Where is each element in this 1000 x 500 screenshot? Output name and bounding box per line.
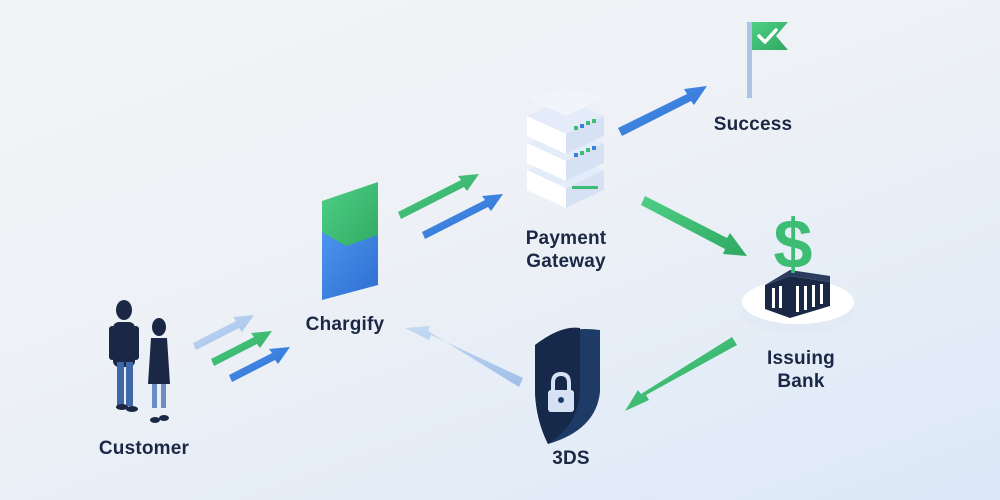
arrow-gateway-to-success <box>618 86 707 136</box>
chargify-label: Chargify <box>305 314 385 335</box>
people-icon <box>109 300 170 423</box>
arrow-chargify-to-gateway-blue <box>422 194 503 239</box>
shield-lock-icon <box>535 327 600 444</box>
3ds-label: 3DS <box>552 448 590 469</box>
arrow-3ds-to-chargify <box>405 326 523 387</box>
arrow-customer-to-chargify-blue <box>229 347 290 382</box>
dollar-sign-icon: $ <box>774 205 813 283</box>
payment-gateway-label-line2: Gateway <box>526 251 606 272</box>
issuing-bank-label-line2: Bank <box>777 371 825 392</box>
arrow-chargify-to-gateway-green <box>398 174 479 219</box>
issuing-bank-label: Issuing Bank <box>748 347 854 393</box>
payment-gateway-label-line1: Payment <box>525 228 607 249</box>
success-label: Success <box>713 114 793 135</box>
bank-dollar-icon: $ <box>742 205 854 334</box>
arrow-bank-to-3ds <box>625 337 737 411</box>
server-stack-icon <box>527 88 604 208</box>
chargify-logo-icon <box>322 182 378 300</box>
checkmark-flag-icon <box>747 22 788 98</box>
arrow-customer-to-chargify-light <box>193 315 254 350</box>
payment-gateway-label: Payment Gateway <box>506 227 626 273</box>
arrow-gateway-to-bank <box>641 196 747 256</box>
customer-label: Customer <box>98 438 190 459</box>
arrow-customer-to-chargify-green <box>211 331 272 366</box>
issuing-bank-label-line1: Issuing <box>767 348 835 369</box>
